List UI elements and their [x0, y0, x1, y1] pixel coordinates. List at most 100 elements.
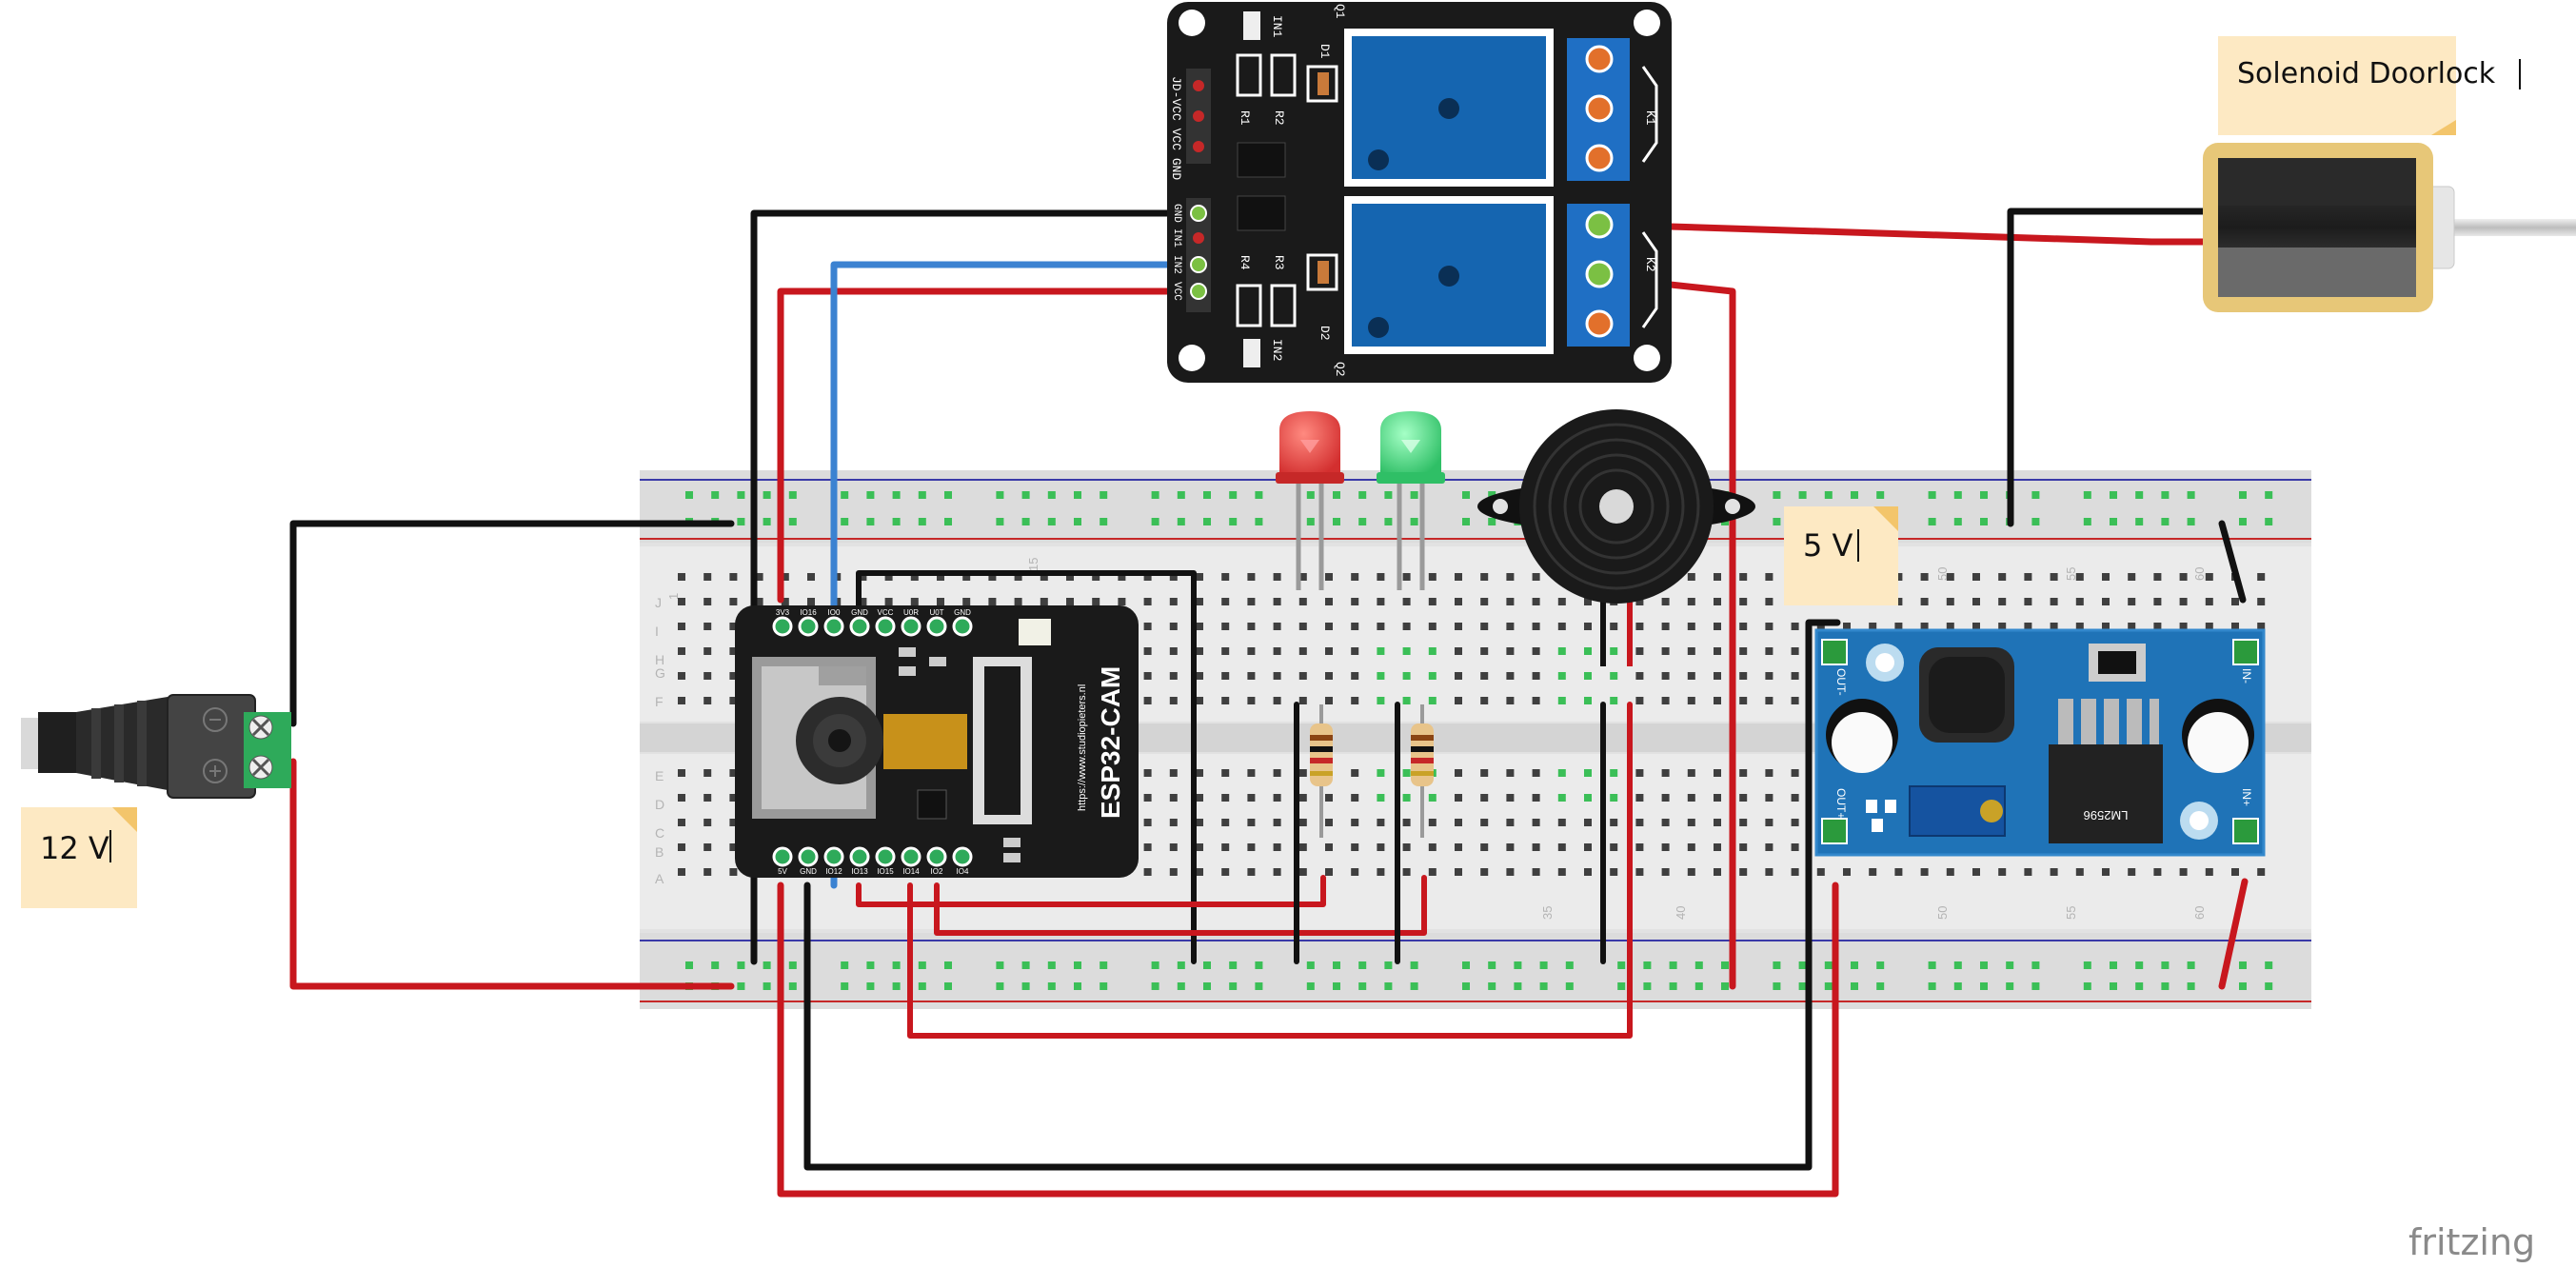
breadboard-hole[interactable] — [1584, 647, 1592, 655]
breadboard-hole[interactable] — [1143, 819, 1152, 826]
breadboard-hole[interactable] — [1428, 647, 1437, 655]
breadboard-hole[interactable] — [1584, 769, 1592, 777]
esp32-pin[interactable] — [823, 616, 844, 637]
breadboard-hole[interactable] — [1169, 573, 1178, 581]
breadboard-hole[interactable] — [2257, 598, 2266, 605]
breadboard-hole[interactable] — [2239, 518, 2247, 525]
breadboard-hole[interactable] — [1358, 491, 1367, 499]
breadboard-hole[interactable] — [1791, 868, 1799, 876]
breadboard-hole[interactable] — [1273, 598, 1281, 605]
breadboard-hole[interactable] — [703, 598, 712, 605]
breadboard-hole[interactable] — [1610, 769, 1618, 777]
breadboard-hole[interactable] — [1221, 697, 1230, 704]
breadboard-hole[interactable] — [2110, 982, 2117, 990]
breadboard-hole[interactable] — [1040, 598, 1048, 605]
breadboard-hole[interactable] — [2135, 491, 2144, 499]
breadboard-hole[interactable] — [2161, 961, 2170, 969]
breadboard-hole[interactable] — [1998, 623, 2007, 630]
breadboard-hole[interactable] — [1196, 843, 1203, 851]
breadboard-hole[interactable] — [1739, 623, 1748, 630]
pin-in1[interactable] — [1193, 232, 1204, 244]
breadboard-hole[interactable] — [1687, 697, 1695, 704]
breadboard-hole[interactable] — [1143, 794, 1152, 802]
breadboard-hole[interactable] — [1773, 518, 1781, 525]
breadboard-hole[interactable] — [1169, 819, 1178, 826]
breadboard-hole[interactable] — [1869, 623, 1877, 630]
breadboard-hole[interactable] — [1402, 843, 1411, 851]
breadboard-hole[interactable] — [1384, 491, 1393, 499]
breadboard-hole[interactable] — [1462, 982, 1470, 990]
breadboard-hole[interactable] — [859, 573, 867, 581]
breadboard-hole[interactable] — [1980, 982, 1988, 990]
breadboard-hole[interactable] — [1247, 794, 1256, 802]
breadboard-hole[interactable] — [2239, 982, 2247, 990]
breadboard-hole[interactable] — [2205, 598, 2213, 605]
breadboard-hole[interactable] — [1455, 573, 1462, 581]
breadboard-hole[interactable] — [1221, 672, 1230, 680]
breadboard-hole[interactable] — [1816, 868, 1825, 876]
breadboard-hole[interactable] — [1021, 982, 1030, 990]
breadboard-hole[interactable] — [1532, 843, 1540, 851]
breadboard-hole[interactable] — [729, 598, 738, 605]
note-5v[interactable]: 5 V — [1784, 506, 1898, 605]
breadboard-hole[interactable] — [1998, 598, 2007, 605]
breadboard-hole[interactable] — [1273, 573, 1281, 581]
breadboard-hole[interactable] — [1428, 672, 1437, 680]
breadboard-hole[interactable] — [1143, 623, 1152, 630]
breadboard-hole[interactable] — [1617, 961, 1626, 969]
breadboard-hole[interactable] — [1196, 672, 1203, 680]
breadboard-hole[interactable] — [1635, 623, 1644, 630]
breadboard-hole[interactable] — [1177, 961, 1185, 969]
breadboard-hole[interactable] — [841, 491, 849, 499]
breadboard-hole[interactable] — [1876, 961, 1885, 969]
breadboard-hole[interactable] — [1661, 647, 1670, 655]
breadboard-hole[interactable] — [1661, 623, 1670, 630]
breadboard-hole[interactable] — [2257, 623, 2266, 630]
breadboard-hole[interactable] — [1196, 819, 1203, 826]
breadboard-hole[interactable] — [1714, 573, 1721, 581]
breadboard-hole[interactable] — [1455, 647, 1462, 655]
breadboard-hole[interactable] — [1851, 491, 1858, 499]
breadboard-hole[interactable] — [1203, 961, 1211, 969]
breadboard-hole[interactable] — [1687, 843, 1695, 851]
breadboard-hole[interactable] — [1143, 598, 1152, 605]
breadboard-hole[interactable] — [1610, 697, 1618, 704]
breadboard-hole[interactable] — [918, 961, 926, 969]
breadboard-hole[interactable] — [2102, 623, 2110, 630]
breadboard-hole[interactable] — [996, 961, 1004, 969]
breadboard-hole[interactable] — [1273, 769, 1281, 777]
note-solenoid[interactable]: Solenoid Doorlock — [2218, 36, 2521, 135]
breadboard-hole[interactable] — [678, 573, 685, 581]
breadboard-hole[interactable] — [1196, 868, 1203, 876]
breadboard-hole[interactable] — [1953, 491, 1962, 499]
breadboard-hole[interactable] — [1739, 794, 1748, 802]
breadboard-hole[interactable] — [1843, 623, 1851, 630]
breadboard-hole[interactable] — [1635, 868, 1644, 876]
breadboard-hole[interactable] — [1229, 982, 1238, 990]
breadboard-hole[interactable] — [2102, 598, 2110, 605]
breadboard-hole[interactable] — [1273, 623, 1281, 630]
breadboard-hole[interactable] — [1196, 697, 1203, 704]
breadboard-hole[interactable] — [1876, 491, 1885, 499]
breadboard-hole[interactable] — [1351, 623, 1359, 630]
breadboard-hole[interactable] — [2128, 868, 2136, 876]
breadboard-hole[interactable] — [1946, 623, 1954, 630]
breadboard-hole[interactable] — [1953, 518, 1962, 525]
breadboard-hole[interactable] — [2050, 598, 2058, 605]
breadboard-hole[interactable] — [1635, 598, 1644, 605]
breadboard-hole[interactable] — [1714, 647, 1721, 655]
breadboard-hole[interactable] — [918, 491, 926, 499]
breadboard-hole[interactable] — [1428, 843, 1437, 851]
breadboard-hole[interactable] — [1169, 672, 1178, 680]
breadboard-hole[interactable] — [1714, 868, 1721, 876]
breadboard-hole[interactable] — [1714, 672, 1721, 680]
breadboard-hole[interactable] — [1298, 647, 1307, 655]
breadboard-hole[interactable] — [1488, 961, 1496, 969]
breadboard-hole[interactable] — [678, 819, 685, 826]
note-12v[interactable]: 12 V — [21, 807, 137, 908]
breadboard-hole[interactable] — [1532, 868, 1540, 876]
breadboard-hole[interactable] — [2231, 623, 2239, 630]
breadboard-hole[interactable] — [1306, 518, 1315, 525]
esp32-pin[interactable] — [875, 616, 896, 637]
breadboard-hole[interactable] — [1351, 868, 1359, 876]
